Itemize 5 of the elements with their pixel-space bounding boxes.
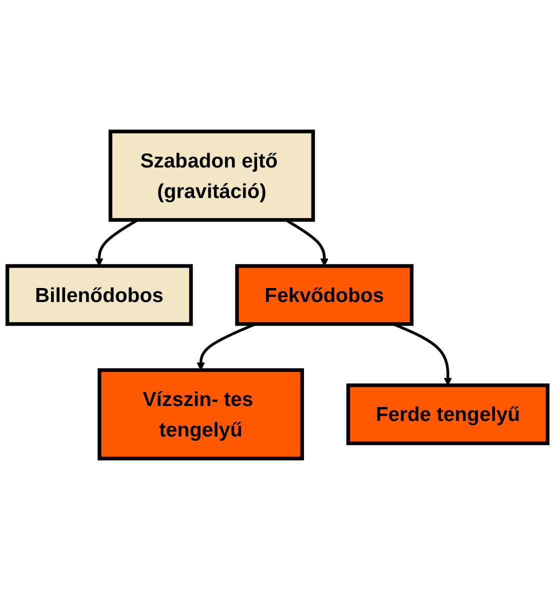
- node-box: Vízszin- tes tengelyű: [98, 368, 304, 460]
- node-box: Szabadon ejtő (gravitáció): [108, 130, 315, 222]
- node-box: Ferde tengelyű: [346, 383, 550, 446]
- node-box: Billenődobos: [6, 264, 193, 326]
- node-box: Fekvődobos: [235, 264, 414, 326]
